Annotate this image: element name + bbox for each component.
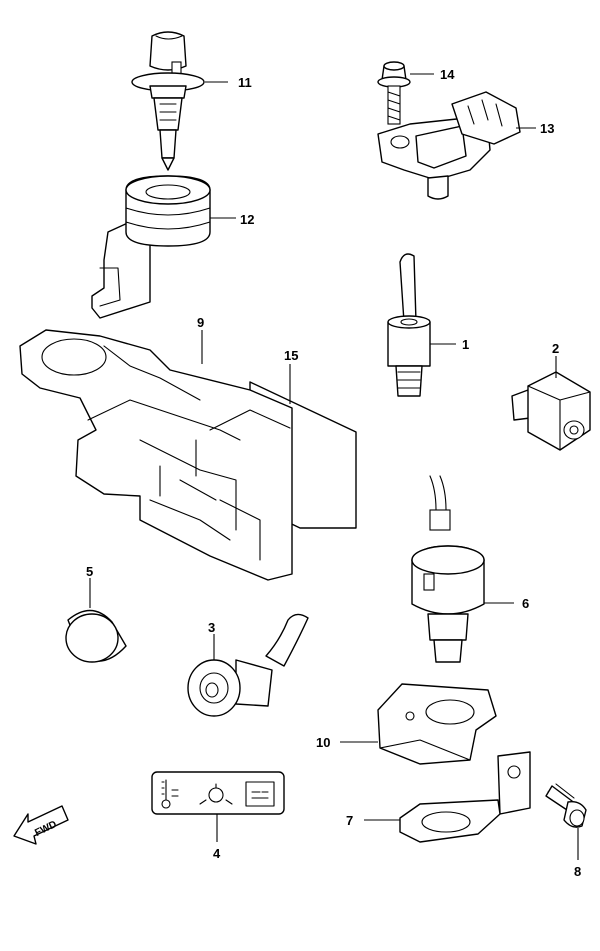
callout-14: 14 [440,67,455,82]
battery-icon [245,781,275,807]
callout-11: 11 [238,75,252,90]
part-12-grommet [91,175,211,319]
thermometer-icon [161,779,179,809]
callout-15: 15 [284,348,298,363]
callout-8: 8 [574,864,581,879]
part-4-label [151,771,285,815]
callout-6: 6 [522,596,529,611]
callout-3: 3 [208,620,215,635]
callout-5: 5 [86,564,93,579]
callout-4: 4 [213,846,221,861]
part-1-sensor [387,253,431,397]
callout-2: 2 [552,341,559,356]
part-9-bracket [19,329,293,581]
part-13-pressure-sensor [377,91,521,200]
callout-7: 7 [346,813,353,828]
part-7-bracket [399,751,531,843]
part-10-clamp [377,683,497,765]
part-3-grommet [187,613,309,717]
part-5-cap [65,609,127,663]
fwd-arrow-icon: FWD [13,805,69,845]
part-2-knock-sensor [511,371,591,451]
callout-10: 10 [316,735,330,750]
callout-1: 1 [462,337,469,352]
part-11-temperature-sensor [131,31,205,171]
oil-can-icon [199,783,233,805]
part-14-bolt [377,61,411,125]
part-6-pressure-switch [411,475,485,663]
callout-9: 9 [197,315,204,330]
callout-13: 13 [540,121,554,136]
callout-12: 12 [240,212,254,227]
part-8-bolt [545,783,587,828]
